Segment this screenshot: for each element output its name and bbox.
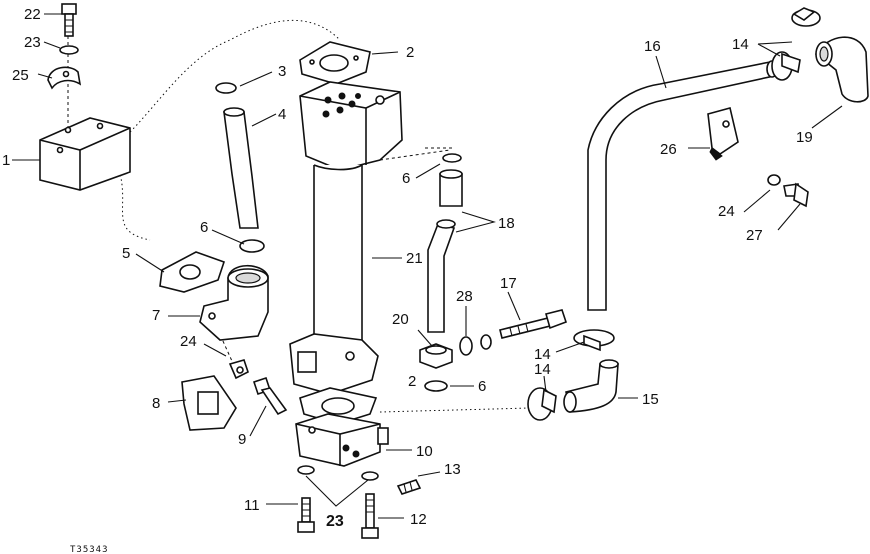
part-1-cover-plate (39, 117, 131, 191)
part-19-hose-elbow (814, 36, 869, 103)
callout-21: 21 (406, 250, 423, 267)
part-14-clamp-upper (771, 51, 801, 81)
callout-14-lower: 14 (534, 346, 551, 363)
part-17-bolt (499, 309, 568, 339)
leader-lines (12, 13, 843, 519)
callout-23-lower: 23 (326, 513, 344, 530)
part-23-lock-washer (59, 45, 79, 55)
part-18-tube-long (427, 219, 456, 333)
callout-8: 8 (152, 395, 160, 412)
part-14-clamp-top (791, 7, 821, 27)
part-23-washer-left (297, 465, 315, 475)
callout-26: 26 (660, 141, 677, 158)
part-2-gasket-top (299, 41, 371, 85)
part-2-gasket-lower (299, 387, 378, 425)
callout-15: 15 (642, 391, 659, 408)
part-27-bolt (783, 182, 809, 208)
callout-labels: 22 23 25 1 2 3 4 6 5 7 24 8 9 21 6 18 20… (2, 6, 813, 554)
callout-2-lower: 2 (408, 373, 416, 390)
callout-4: 4 (278, 106, 286, 123)
callout-24-right: 24 (718, 203, 735, 220)
part-28-lock-washer (480, 334, 492, 350)
part-15-elbow-hose (563, 359, 619, 413)
callout-20: 20 (392, 311, 409, 328)
part-20-fitting (419, 343, 453, 369)
part-16-bent-pipe (587, 60, 778, 311)
callout-18: 18 (498, 215, 515, 232)
routing-line-cover-to-elbow (109, 20, 341, 151)
callout-6-upper: 6 (402, 170, 410, 187)
callout-6-lower: 6 (478, 378, 486, 395)
callout-22: 22 (24, 6, 41, 23)
callout-5: 5 (122, 245, 130, 262)
callout-3: 3 (278, 63, 286, 80)
routing-line-lower (379, 407, 531, 413)
callout-2-top: 2 (406, 44, 414, 61)
part-6-o-ring-left (239, 239, 265, 253)
callout-6-left: 6 (200, 219, 208, 236)
part-5-gasket (159, 251, 226, 293)
callout-19: 19 (796, 129, 813, 146)
part-18-tube-short (439, 169, 463, 207)
callout-25: 25 (12, 67, 29, 84)
part-12-bolt (361, 493, 379, 539)
part-24-nut-right (767, 174, 781, 186)
callout-28: 28 (456, 288, 473, 305)
part-6-o-ring-upper (442, 153, 462, 163)
callout-24-left: 24 (180, 333, 197, 350)
callout-14-upper: 14 (732, 36, 749, 53)
part-21-riser-pipe (289, 81, 403, 395)
part-6-o-ring-lower (424, 380, 448, 392)
callout-1: 1 (2, 152, 10, 169)
part-26-clip (707, 107, 739, 161)
callout-13: 13 (444, 461, 461, 478)
part-13-stud (396, 479, 422, 495)
callout-17: 17 (500, 275, 517, 292)
part-22-bolt (61, 3, 77, 37)
callout-12: 12 (410, 511, 427, 528)
part-14-clamp-left (527, 387, 557, 421)
figure-id: T35343 (70, 545, 109, 554)
callout-9: 9 (238, 431, 246, 448)
callout-27: 27 (746, 227, 763, 244)
callout-16: 16 (644, 38, 661, 55)
callout-7: 7 (152, 307, 160, 324)
callout-14-left: 14 (534, 361, 551, 378)
callout-10: 10 (416, 443, 433, 460)
part-3-o-ring (215, 82, 237, 94)
part-24-nut-left (228, 359, 249, 380)
callout-11: 11 (244, 497, 260, 514)
callout-23-top: 23 (24, 34, 41, 51)
part-7-elbow-housing (199, 264, 269, 341)
part-23-washer-right (361, 471, 379, 481)
part-9-bolt (252, 376, 288, 416)
part-11-bolt (297, 497, 315, 533)
part-10-adapter-block (295, 413, 389, 467)
part-25-clip (47, 66, 82, 90)
part-8-gasket (181, 375, 237, 431)
part-28-washer (459, 336, 473, 356)
part-4-bent-tube (223, 107, 259, 229)
part-14-clamp-lower (573, 329, 615, 352)
